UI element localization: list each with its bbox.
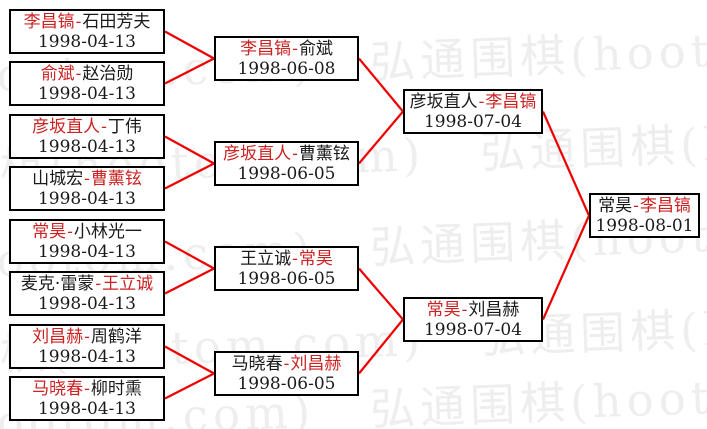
dash-separator: - bbox=[478, 91, 485, 112]
player2-name: 王立诚 bbox=[102, 273, 154, 294]
match-date: 1998-06-05 bbox=[237, 373, 336, 394]
connector-line bbox=[164, 240, 215, 270]
match-date: 1998-04-13 bbox=[37, 136, 136, 157]
player1-name: 麦克·雷蒙 bbox=[20, 273, 95, 294]
player2-name: 刘昌赫 bbox=[290, 353, 342, 374]
match-date: 1998-04-13 bbox=[37, 346, 136, 367]
player2-name: 李昌镐 bbox=[639, 195, 691, 216]
match-r1-4: 山城宏-曹薰铉 1998-04-13 bbox=[9, 166, 165, 211]
match-final: 常昊-李昌镐 1998-08-01 bbox=[589, 193, 700, 238]
match-date: 1998-04-13 bbox=[37, 241, 136, 262]
dash-separator: - bbox=[633, 195, 639, 216]
dash-separator: - bbox=[292, 143, 298, 164]
connector-line bbox=[164, 162, 215, 190]
dash-separator: - bbox=[84, 326, 90, 347]
player1-name: 王立诚 bbox=[240, 248, 292, 269]
match-r1-7: 刘昌赫-周鹤洋 1998-04-13 bbox=[9, 324, 165, 369]
player1-name: 刘昌赫 bbox=[32, 326, 84, 347]
connector-line bbox=[164, 267, 215, 295]
connector-line bbox=[358, 110, 404, 165]
dash-separator: - bbox=[292, 38, 298, 59]
match-r2-4: 马晓春-刘昌赫 1998-06-05 bbox=[214, 351, 359, 396]
dash-separator: - bbox=[283, 353, 290, 374]
player2-name: 赵治勋 bbox=[82, 63, 134, 84]
player1-name: 李昌镐 bbox=[240, 38, 292, 59]
connector-line bbox=[541, 111, 591, 216]
match-date: 1998-04-13 bbox=[37, 83, 136, 104]
match-date: 1998-07-04 bbox=[423, 319, 522, 340]
dash-separator: - bbox=[84, 168, 90, 189]
dash-separator: - bbox=[75, 63, 82, 84]
dash-separator: - bbox=[84, 378, 90, 399]
player2-name: 常昊 bbox=[298, 248, 333, 269]
match-date: 1998-06-05 bbox=[237, 163, 336, 184]
player1-name: 马晓春 bbox=[231, 353, 283, 374]
dash-separator: - bbox=[67, 221, 73, 242]
player2-name: 小林光一 bbox=[73, 221, 142, 242]
player2-name: 丁伟 bbox=[107, 116, 142, 137]
player1-name: 俞斌 bbox=[40, 63, 75, 84]
match-r1-1: 李昌镐-石田芳夫 1998-04-13 bbox=[9, 9, 165, 54]
match-date: 1998-06-08 bbox=[237, 58, 336, 79]
match-date: 1998-04-13 bbox=[37, 31, 136, 52]
player1-name: 李昌镐 bbox=[23, 11, 75, 32]
match-r1-2: 俞斌-赵治勋 1998-04-13 bbox=[9, 61, 165, 106]
connector-line bbox=[164, 372, 215, 400]
player1-name: 彦坂直人 bbox=[223, 143, 292, 164]
dash-separator: - bbox=[75, 11, 82, 32]
match-r1-6: 麦克·雷蒙-王立诚 1998-04-13 bbox=[9, 271, 165, 316]
connector-line bbox=[164, 30, 215, 60]
player1-name: 常昊 bbox=[598, 195, 633, 216]
player1-name: 马晓春 bbox=[32, 378, 84, 399]
match-date: 1998-06-05 bbox=[237, 268, 336, 289]
player1-name: 彦坂直人 bbox=[32, 116, 101, 137]
connector-line bbox=[164, 57, 215, 85]
player2-name: 刘昌赫 bbox=[468, 299, 520, 320]
connector-line bbox=[358, 57, 404, 113]
connector-line bbox=[358, 267, 404, 321]
player1-name: 常昊 bbox=[32, 221, 67, 242]
match-date: 1998-07-04 bbox=[423, 111, 522, 132]
connector-line bbox=[358, 318, 404, 375]
player1-name: 常昊 bbox=[426, 299, 461, 320]
player2-name: 周鹤洋 bbox=[90, 326, 142, 347]
match-date: 1998-04-13 bbox=[37, 188, 136, 209]
player2-name: 柳时熏 bbox=[90, 378, 142, 399]
connector-line bbox=[541, 215, 591, 320]
connector-line bbox=[164, 345, 215, 375]
player2-name: 曹薰铉 bbox=[298, 143, 350, 164]
player2-name: 俞斌 bbox=[298, 38, 333, 59]
match-r1-5: 常昊-小林光一 1998-04-13 bbox=[9, 219, 165, 264]
match-r3-2: 常昊-刘昌赫 1998-07-04 bbox=[403, 297, 543, 342]
match-r2-2: 彦坂直人-曹薰铉 1998-06-05 bbox=[214, 141, 359, 186]
player2-name: 石田芳夫 bbox=[82, 11, 151, 32]
match-date: 1998-08-01 bbox=[595, 215, 694, 236]
dash-separator: - bbox=[292, 248, 298, 269]
match-r2-3: 王立诚-常昊 1998-06-05 bbox=[214, 246, 359, 291]
match-r3-1: 彦坂直人-李昌镐 1998-07-04 bbox=[403, 89, 543, 134]
player1-name: 彦坂直人 bbox=[409, 91, 478, 112]
player2-name: 曹薰铉 bbox=[90, 168, 142, 189]
dash-separator: - bbox=[95, 273, 102, 294]
dash-separator: - bbox=[101, 116, 107, 137]
player2-name: 李昌镐 bbox=[485, 91, 537, 112]
match-date: 1998-04-13 bbox=[37, 398, 136, 419]
match-date: 1998-04-13 bbox=[37, 293, 136, 314]
dash-separator: - bbox=[461, 299, 468, 320]
match-r1-8: 马晓春-柳时熏 1998-04-13 bbox=[9, 376, 165, 421]
match-r1-3: 彦坂直人-丁伟 1998-04-13 bbox=[9, 114, 165, 159]
connector-line bbox=[164, 135, 215, 165]
player1-name: 山城宏 bbox=[32, 168, 84, 189]
match-r2-1: 李昌镐-俞斌 1998-06-08 bbox=[214, 36, 359, 81]
